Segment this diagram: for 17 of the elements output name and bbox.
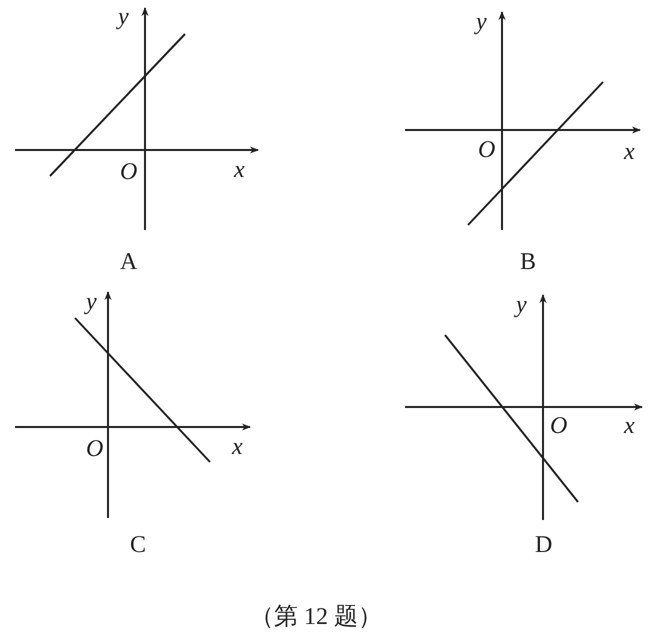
axis-label: y: [476, 10, 487, 34]
axis-label: x: [624, 140, 635, 164]
option-letter: D: [535, 533, 552, 557]
axis-label: y: [118, 5, 129, 29]
option-letter: A: [120, 250, 138, 274]
option-letter: C: [130, 533, 146, 557]
axis-label: y: [516, 293, 527, 317]
origin-label: O: [550, 414, 568, 438]
origin-label: O: [120, 160, 138, 184]
option-letter: B: [520, 250, 536, 274]
caption: （第 12 题）: [250, 605, 382, 629]
origin-label: O: [478, 138, 496, 162]
axis-label: x: [232, 435, 243, 459]
origin-label: O: [86, 437, 104, 461]
axis-label: y: [86, 290, 97, 314]
axis-label: x: [624, 414, 635, 438]
axis-label: x: [234, 158, 245, 182]
